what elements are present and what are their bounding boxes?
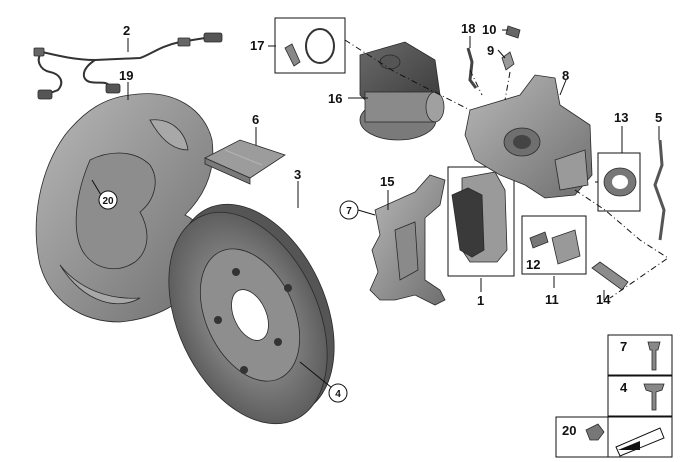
svg-text:7: 7 xyxy=(620,339,627,354)
callout-11: 11 xyxy=(545,292,559,307)
callout-10: 10 xyxy=(482,22,496,37)
callout-12: 12 xyxy=(526,257,540,272)
caliper-carrier-part xyxy=(369,174,446,306)
screw-oring-kit-part xyxy=(274,17,346,74)
guide-pin-part xyxy=(591,261,629,291)
guide-bolt-boot-part xyxy=(521,215,587,275)
legend-box-7: 7 xyxy=(607,334,673,376)
svg-text:4: 4 xyxy=(335,389,341,400)
callout-5: 5 xyxy=(655,110,662,125)
callout-15: 15 xyxy=(380,174,394,189)
callout-2: 2 xyxy=(123,23,130,38)
parking-brake-motor-part xyxy=(359,41,445,141)
bleeder-cap-part xyxy=(505,25,521,39)
callout-18: 18 xyxy=(461,21,475,36)
retaining-spring-part xyxy=(466,47,478,89)
callout-1: 1 xyxy=(477,293,484,308)
svg-text:20: 20 xyxy=(102,196,114,207)
svg-text:20: 20 xyxy=(562,423,576,438)
brake-caliper-part xyxy=(464,74,593,199)
callout-3: 3 xyxy=(294,167,301,182)
piston-seal-part xyxy=(597,152,641,212)
circled-callout-20: 20 xyxy=(98,190,118,210)
bleed-screw-part xyxy=(501,51,515,71)
circled-callout-7: 7 xyxy=(339,200,359,220)
brake-disc-part xyxy=(168,203,335,425)
callout-9: 9 xyxy=(487,43,494,58)
brake-wear-sensor-part xyxy=(33,32,223,100)
callout-16: 16 xyxy=(328,91,342,106)
legend-box-20: 20 xyxy=(555,416,609,458)
circled-callout-4: 4 xyxy=(328,383,348,403)
legend-box-4: 4 xyxy=(607,375,673,417)
dust-shield-part xyxy=(35,93,214,323)
callout-19: 19 xyxy=(119,68,133,83)
callout-14: 14 xyxy=(596,292,611,307)
assembly-lines xyxy=(344,39,669,299)
callout-6: 6 xyxy=(252,112,259,127)
callout-labels: 2 19 17 16 6 3 15 1 18 10 9 8 13 5 12 11… xyxy=(119,21,662,308)
callout-17: 17 xyxy=(250,38,264,53)
brake-shim-part xyxy=(204,139,286,185)
callout-8: 8 xyxy=(562,68,569,83)
anti-rattle-spring-part xyxy=(653,139,666,241)
legend-box-arrow xyxy=(607,416,673,458)
svg-text:4: 4 xyxy=(620,380,628,395)
brake-pads-part xyxy=(447,166,515,277)
svg-text:7: 7 xyxy=(346,206,352,217)
callout-13: 13 xyxy=(614,110,628,125)
